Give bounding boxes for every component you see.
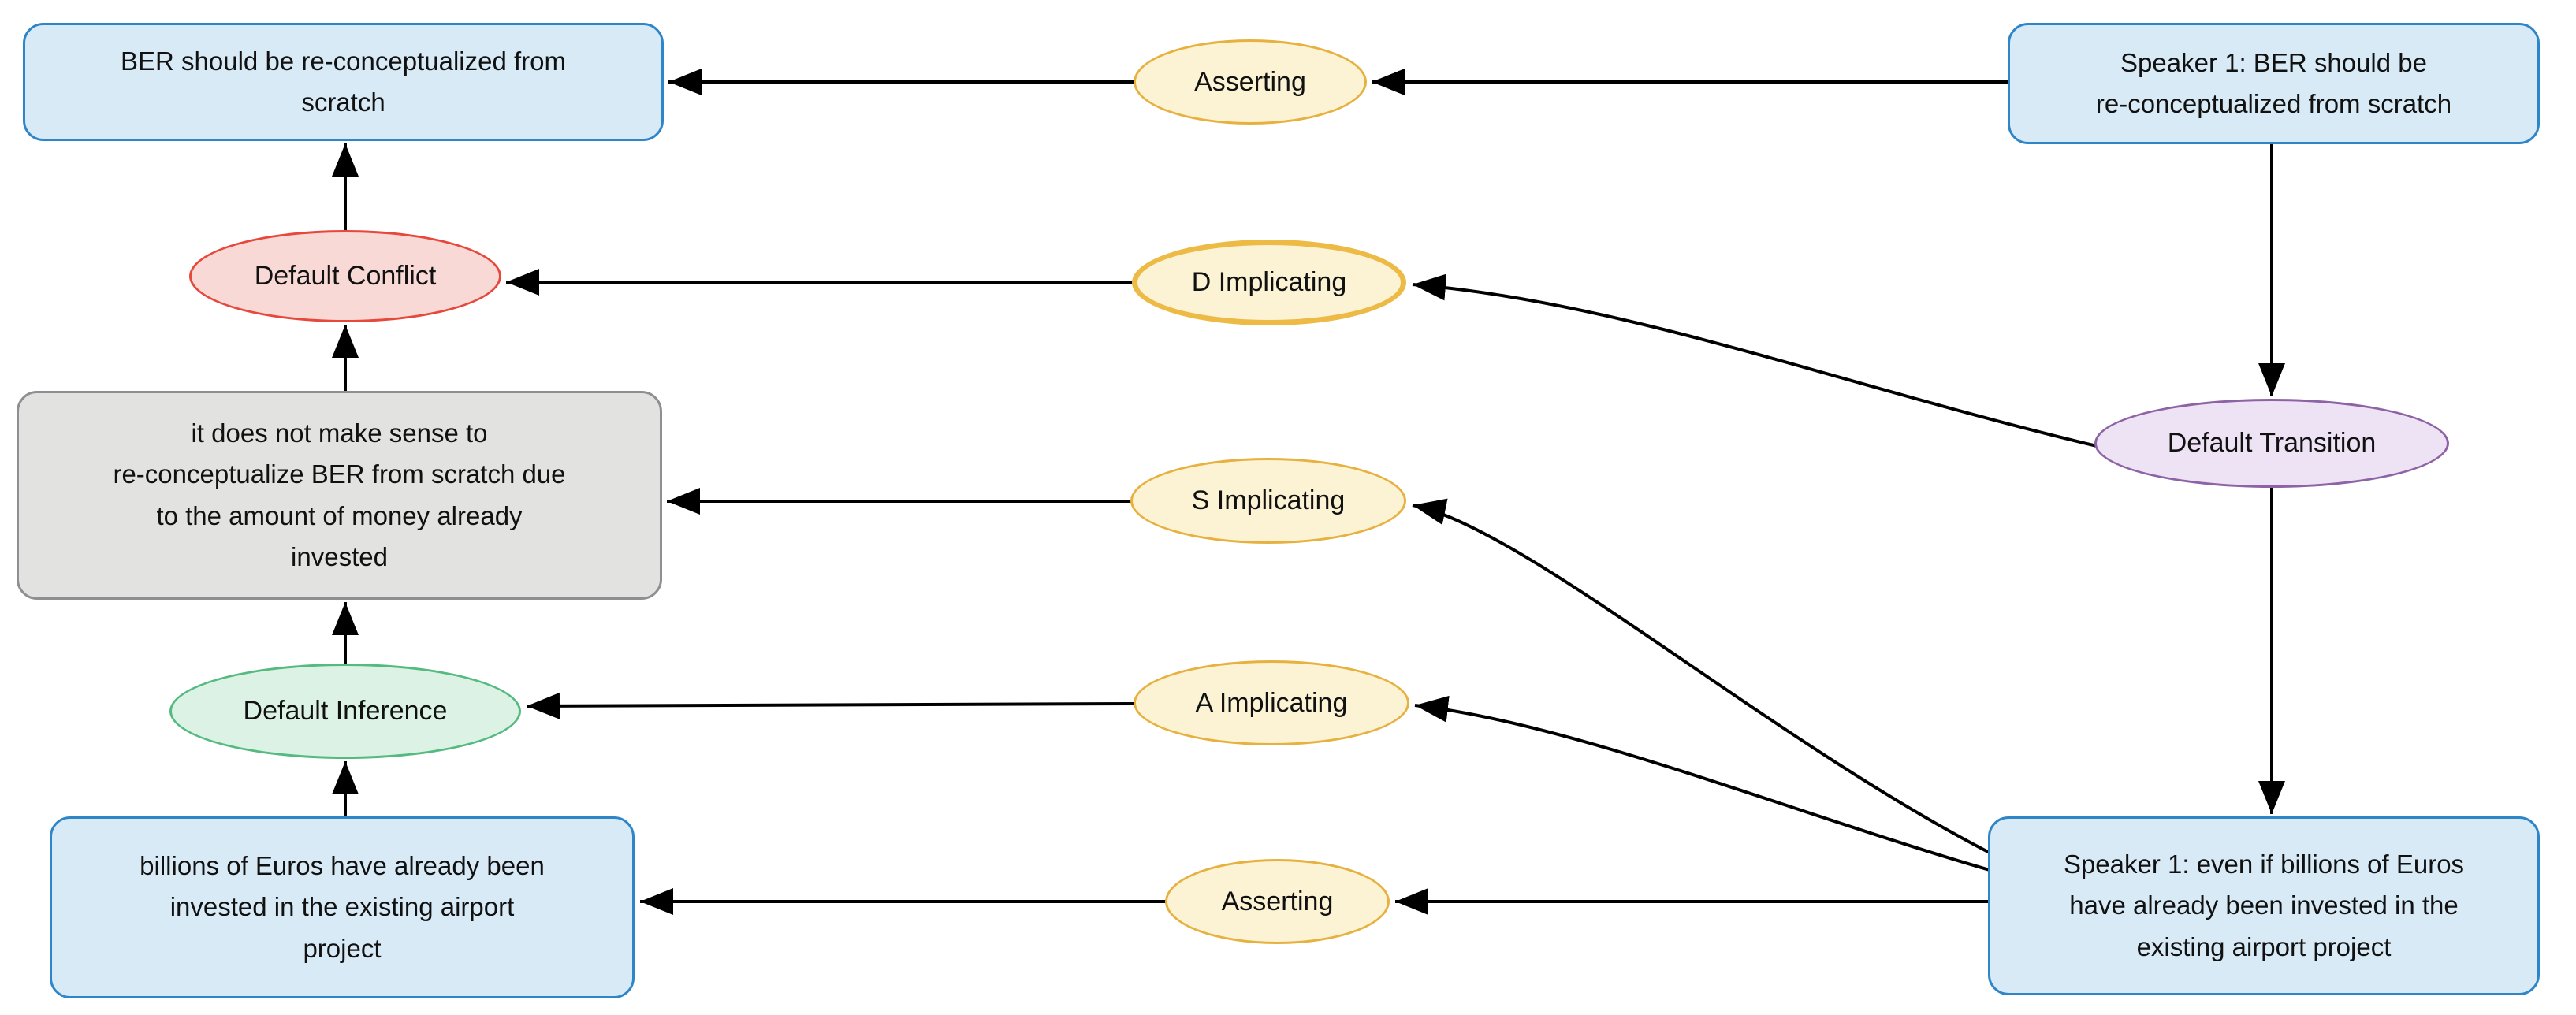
node-no-sense-claim[interactable]: it does not make sense to re-conceptuali… xyxy=(17,391,662,600)
node-asserting-top-label: Asserting xyxy=(1194,66,1306,97)
node-billions-claim[interactable]: billions of Euros have already been inve… xyxy=(50,816,635,998)
node-speaker1-locution-top-label: Speaker 1: BER should be re-conceptualiz… xyxy=(2095,47,2452,118)
node-no-sense-claim-label: it does not make sense to re-conceptuali… xyxy=(113,418,566,571)
node-default-conflict-label: Default Conflict xyxy=(254,261,437,291)
node-default-inference[interactable]: Default Inference xyxy=(169,664,521,759)
node-a-implicating[interactable]: A Implicating xyxy=(1134,660,1409,745)
node-default-inference-label: Default Inference xyxy=(243,696,448,726)
node-default-conflict[interactable]: Default Conflict xyxy=(189,230,501,322)
node-billions-claim-label: billions of Euros have already been inve… xyxy=(140,851,545,963)
node-speaker1-locution-bottom[interactable]: Speaker 1: even if billions of Euros hav… xyxy=(1988,816,2540,995)
node-asserting-top[interactable]: Asserting xyxy=(1134,39,1367,125)
node-speaker1-locution-bottom-label: Speaker 1: even if billions of Euros hav… xyxy=(2063,850,2465,961)
edge-a-implicating-to-default-inference xyxy=(526,692,1136,719)
node-s-implicating-label: S Implicating xyxy=(1191,485,1346,515)
node-d-implicating-label: D Implicating xyxy=(1191,267,1347,297)
node-s-implicating[interactable]: S Implicating xyxy=(1130,458,1406,544)
node-speaker1-locution-top[interactable]: Speaker 1: BER should be re-conceptualiz… xyxy=(2008,23,2540,144)
edge-locution-bottom-to-a-implicating xyxy=(1414,695,1990,872)
node-default-transition-label: Default Transition xyxy=(2167,428,2377,458)
node-a-implicating-label: A Implicating xyxy=(1195,687,1348,718)
node-d-implicating[interactable]: D Implicating xyxy=(1132,240,1406,325)
node-asserting-bottom[interactable]: Asserting xyxy=(1165,859,1390,944)
node-default-transition[interactable]: Default Transition xyxy=(2094,399,2449,488)
node-ber-claim[interactable]: BER should be re-conceptualized from scr… xyxy=(23,23,664,141)
node-ber-claim-label: BER should be re-conceptualized from scr… xyxy=(121,46,566,117)
edge-locution-bottom-to-s-implicating xyxy=(1412,498,1990,854)
node-asserting-bottom-label: Asserting xyxy=(1221,886,1334,916)
edge-default-transition-to-d-implicating xyxy=(1412,273,2098,448)
